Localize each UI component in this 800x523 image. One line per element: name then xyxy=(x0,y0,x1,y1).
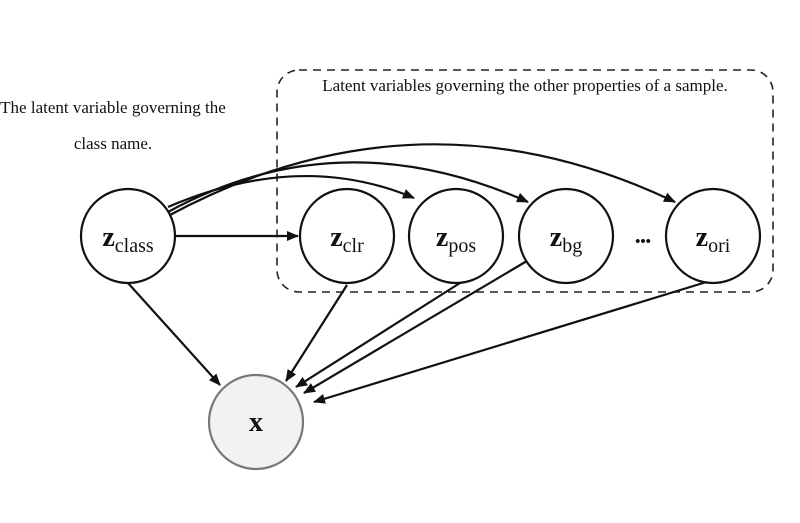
latent-group-box xyxy=(276,69,774,293)
node-z-pos: zpos xyxy=(407,187,505,285)
edge-class-x xyxy=(127,282,221,386)
edge-pos-x xyxy=(295,282,461,388)
svg-text:zori: zori xyxy=(696,222,731,257)
svg-text:zclass: zclass xyxy=(102,222,154,257)
node-z-class-symbol: z xyxy=(102,222,114,253)
edge-class-pos xyxy=(167,174,415,209)
node-x-observed: x xyxy=(207,373,305,471)
edges xyxy=(127,143,714,404)
node-z-clr-subscript: clr xyxy=(343,235,364,257)
node-z-pos-subscript: pos xyxy=(448,235,476,257)
edge-class-bg xyxy=(167,161,529,213)
edge-class-ori xyxy=(167,143,676,217)
node-x-symbol: x xyxy=(249,407,263,438)
node-z-pos-symbol: z xyxy=(436,222,448,253)
svg-text:zclr: zclr xyxy=(330,222,364,257)
node-z-ori: zori xyxy=(664,187,762,285)
caption-class-latent: The latent variable governing the class … xyxy=(0,98,226,153)
node-z-ori-symbol: z xyxy=(696,222,708,253)
node-z-bg: zbg xyxy=(517,187,615,285)
edge-bg-x xyxy=(303,257,533,394)
node-z-clr-symbol: z xyxy=(330,222,342,253)
node-z-ori-subscript: ori xyxy=(708,235,731,257)
node-z-bg-symbol: z xyxy=(550,222,562,253)
svg-text:zpos: zpos xyxy=(436,222,476,257)
node-z-bg-subscript: bg xyxy=(562,235,582,257)
ellipsis-dots: ••• xyxy=(635,234,651,250)
caption-other-latents: Latent variables governing the other pro… xyxy=(322,76,728,95)
svg-text:zbg: zbg xyxy=(550,222,582,257)
edge-ori-x xyxy=(313,278,714,404)
edge-clr-x xyxy=(285,284,348,382)
node-z-class-subscript: class xyxy=(115,235,154,257)
node-z-class: zclass xyxy=(79,187,177,285)
node-z-clr: zclr xyxy=(298,187,396,285)
